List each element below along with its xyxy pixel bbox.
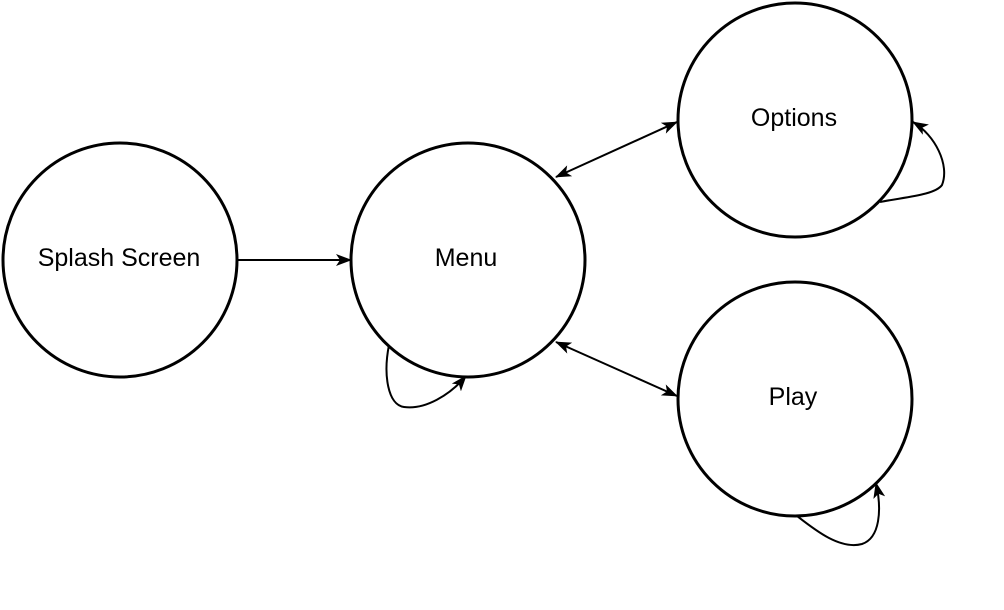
self-loop-options [879,121,946,203]
node-play-label: Play [769,383,818,411]
edge-menu-options [555,121,678,178]
node-splash-screen-label: Splash Screen [38,244,201,272]
node-options: Options [676,1,914,239]
node-splash-screen: Splash Screen [1,141,239,379]
node-options-label: Options [751,104,837,132]
node-menu-label: Menu [435,244,498,272]
edge-menu-play [555,341,678,397]
self-loop-menu [385,344,467,409]
self-loop-play [796,482,886,547]
node-play: Play [676,280,914,518]
node-menu: Menu [349,141,587,379]
